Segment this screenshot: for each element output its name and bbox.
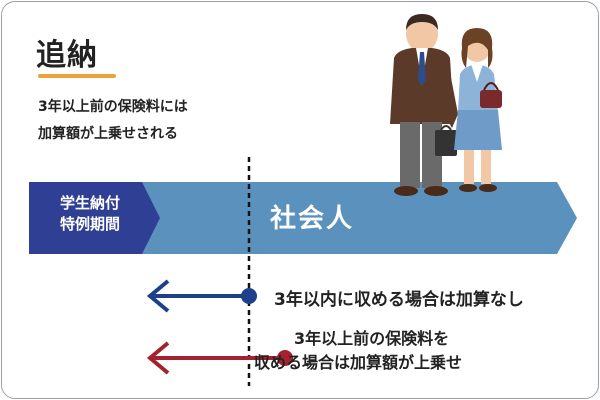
man-figure [390,14,458,196]
student-period-label: 学生納付 特例期間 [30,193,150,235]
student-period-line-1: 学生納付 [59,194,120,212]
arrow-over-three-years [146,341,293,375]
description-line-2: 加算額が上乗せされる [38,126,178,142]
working-adult-label: 社会人 [270,204,355,234]
arrow-note-over-three-years: 3年以上前の保険料を 収める場合は加算額が上乗せ [254,327,462,375]
arrow-note-over-line-2: 収める場合は加算額が上乗せ [254,353,463,372]
title-underline [38,74,116,78]
description: 3年以上前の保険料には 加算額が上乗せされる [38,94,278,148]
description-line-1: 3年以上前の保険料には [38,99,188,115]
arrow-within-three-years [146,279,257,313]
working-adult-band [132,182,577,254]
arrow-note-over-line-1: 3年以上前の保険料を [294,329,450,348]
woman-figure [454,28,502,192]
student-period-band [29,182,160,254]
page-title: 追納 [36,38,98,73]
people-illustration [390,14,502,196]
student-period-line-2: 特例期間 [59,215,120,233]
arrow-note-within-three-years: 3年以内に収める場合は加算なし [274,290,524,310]
